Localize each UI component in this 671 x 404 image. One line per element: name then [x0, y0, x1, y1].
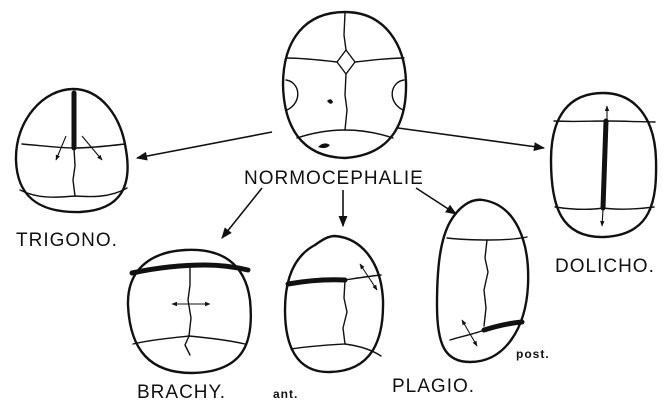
arrow-to-trigono [137, 132, 272, 158]
plagio-label: PLAGIO. [392, 376, 475, 397]
post-label: post. [516, 347, 550, 361]
trigonocephaly-skull [16, 89, 128, 212]
arrow-to-brachy [222, 188, 262, 238]
dolicho-label: DOLICHO. [555, 256, 655, 277]
brachy-label: BRACHY. [137, 382, 226, 403]
anterior-plagiocephaly-skull [285, 236, 383, 372]
brachycephaly-skull [128, 250, 251, 373]
ant-label: ant. [273, 387, 298, 401]
arrow-to-plagio-post [416, 188, 456, 214]
trigono-label: TRIGONO. [16, 230, 118, 251]
dolichocephaly-skull [551, 93, 656, 237]
normocephalie-label: NORMOCEPHALIE [244, 168, 424, 189]
arrow-to-dolicho [398, 128, 544, 148]
normocephaly-skull [283, 12, 406, 158]
posterior-plagiocephaly-skull [437, 200, 528, 362]
